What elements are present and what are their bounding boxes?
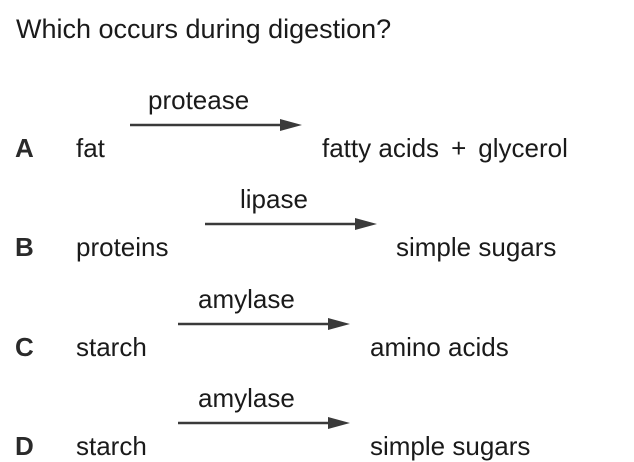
product: amino acids — [370, 332, 509, 362]
right-arrow-icon — [205, 217, 377, 231]
plus-sign: + — [451, 133, 467, 163]
products: amino acids — [370, 331, 509, 363]
right-arrow-icon — [130, 118, 302, 132]
enzyme-label: protease — [148, 85, 250, 115]
product: simple sugars — [396, 232, 557, 262]
enzyme-label: lipase — [240, 184, 308, 214]
reactant: proteins — [76, 232, 169, 262]
reactant: starch — [76, 431, 147, 461]
option-c[interactable]: C starch amylase amino acids — [0, 283, 634, 363]
option-letter: B — [15, 232, 34, 262]
product: fatty acids — [322, 133, 440, 163]
reactant: fat — [76, 133, 105, 163]
product: glycerol — [478, 133, 568, 163]
products: fatty acids + glycerol — [322, 132, 568, 164]
right-arrow-icon — [178, 416, 350, 430]
product: simple sugars — [370, 431, 531, 461]
reactant: starch — [76, 332, 147, 362]
enzyme-label: amylase — [198, 383, 295, 413]
option-a[interactable]: A fat protease fatty acids + glycerol — [0, 84, 634, 164]
question-text: Which occurs during digestion? — [16, 14, 392, 44]
option-letter: D — [15, 431, 34, 461]
products: simple sugars — [370, 430, 530, 462]
right-arrow-icon — [178, 317, 350, 331]
option-letter: C — [15, 332, 34, 362]
option-letter: A — [15, 133, 34, 163]
enzyme-label: amylase — [198, 284, 295, 314]
option-b[interactable]: B proteins lipase simple sugars — [0, 183, 634, 263]
products: simple sugars — [396, 231, 556, 263]
option-d[interactable]: D starch amylase simple sugars — [0, 382, 634, 462]
